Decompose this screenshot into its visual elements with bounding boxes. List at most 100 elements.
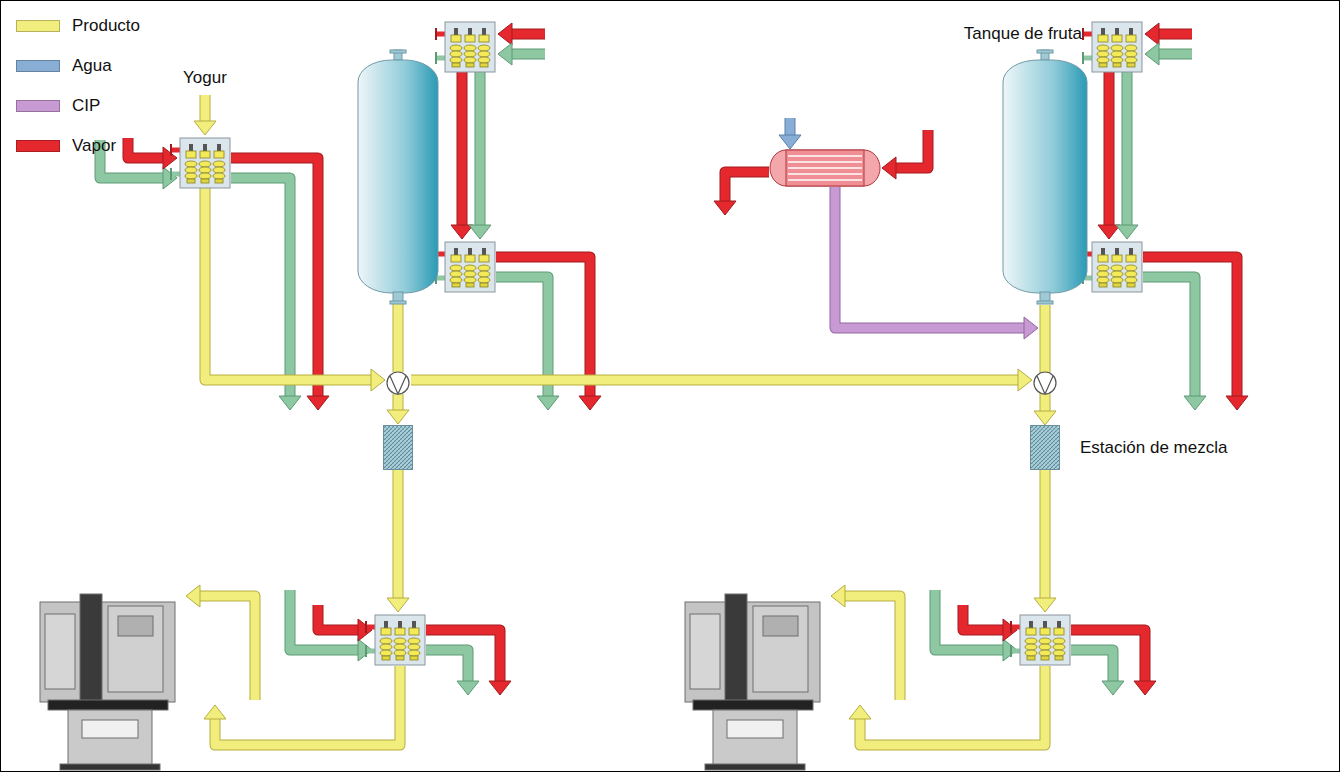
legend-text: Agua (72, 56, 112, 76)
valve-body (1041, 656, 1049, 660)
pipe (963, 605, 1004, 630)
pipe (458, 72, 467, 226)
filler-column (725, 594, 747, 712)
arrow-head (358, 619, 372, 641)
pump-casing (387, 372, 409, 394)
pipe-outline (785, 118, 796, 136)
pipe-outline (1158, 29, 1192, 40)
steam-stub (1083, 32, 1092, 37)
valve-housing (1092, 22, 1142, 72)
valve-seat (394, 650, 406, 656)
steam-stub-cap (1010, 621, 1012, 633)
arrow-head (307, 396, 329, 410)
valve-actuator (395, 628, 405, 635)
valve-body (466, 283, 474, 287)
filler-base (68, 710, 152, 768)
valve-seat (1125, 277, 1137, 283)
legend-text: Producto (72, 16, 140, 36)
valve-seat (408, 644, 420, 650)
pipe-outline (426, 630, 500, 682)
valve-body (1027, 656, 1035, 660)
valve-seat (464, 277, 476, 283)
steam-stub (171, 148, 180, 153)
valve-actuator (214, 151, 224, 158)
pipe (394, 394, 403, 411)
arrow-head (451, 225, 473, 239)
arrow-head (457, 681, 479, 695)
filler-detail (763, 616, 798, 636)
valve-body (452, 283, 460, 287)
valve-seat (450, 45, 462, 51)
pipe (201, 95, 210, 122)
pipe (1071, 650, 1113, 682)
valve-actuator (465, 255, 475, 262)
tank-flange (1037, 301, 1053, 304)
pipe (215, 666, 400, 745)
pipe (844, 596, 900, 700)
arrow-head (279, 396, 301, 410)
arrow-head (194, 121, 216, 135)
arrow-head (849, 705, 871, 719)
valve-housing (1092, 242, 1142, 292)
valve-seat (1111, 271, 1123, 277)
arrow-head (371, 369, 385, 391)
valve-seat (185, 161, 197, 167)
filler-base (713, 710, 797, 768)
valve-seat (408, 638, 420, 644)
valve-actuator (1126, 35, 1136, 42)
valve-body (410, 656, 418, 660)
pump-symbol (1034, 372, 1056, 394)
legend-swatch (16, 100, 60, 112)
pipe (411, 376, 1019, 385)
valve-seat (464, 45, 476, 51)
valve-actuator (451, 255, 461, 262)
station-label: Estación de mezcla (1080, 438, 1227, 458)
pipe-outline (935, 590, 1004, 650)
valve-actuator (465, 35, 475, 42)
legend-swatch (16, 20, 60, 32)
valve-seat (1125, 265, 1137, 271)
tank-flange (390, 50, 406, 53)
pipe-outline (205, 188, 372, 380)
valve-actuator (1026, 628, 1036, 635)
valve-actuator (381, 628, 391, 635)
pipe-outline (231, 158, 318, 397)
valve-seat (464, 265, 476, 271)
green-stub (1083, 56, 1092, 61)
valve-actuator (1054, 628, 1064, 635)
valve-seat (1111, 265, 1123, 271)
arrow-head (1024, 317, 1038, 339)
valve-seat (450, 51, 462, 57)
arrow-head (163, 167, 177, 189)
pipe (394, 304, 403, 372)
valve-seat (478, 265, 490, 271)
steam-stub-cap (365, 621, 367, 633)
tank-body (1003, 60, 1087, 293)
legend-entry: Vapor (16, 136, 60, 156)
legend-text: Vapor (72, 136, 116, 156)
valve-body (1127, 63, 1135, 67)
arrow-head (469, 225, 491, 239)
valve-block (1083, 242, 1142, 292)
valve-seat (1097, 57, 1109, 63)
exchanger-core (786, 150, 864, 186)
arrow-head (204, 705, 226, 719)
pipe (290, 590, 359, 650)
fruit-tank: Tanque de fruta (1003, 50, 1087, 305)
valve-body (1113, 283, 1121, 287)
valve-body (480, 283, 488, 287)
arrow-head (498, 23, 512, 45)
valve-seat (478, 51, 490, 57)
pipe-outline (199, 596, 255, 700)
green-stub (171, 172, 180, 177)
valve-seat (1125, 51, 1137, 57)
product-connector (1034, 305, 1056, 425)
tank (358, 50, 438, 304)
pipe (1071, 630, 1145, 682)
valve-seat (1025, 650, 1037, 656)
valve-actuator (1040, 628, 1050, 635)
pipe-outline (1158, 49, 1192, 60)
